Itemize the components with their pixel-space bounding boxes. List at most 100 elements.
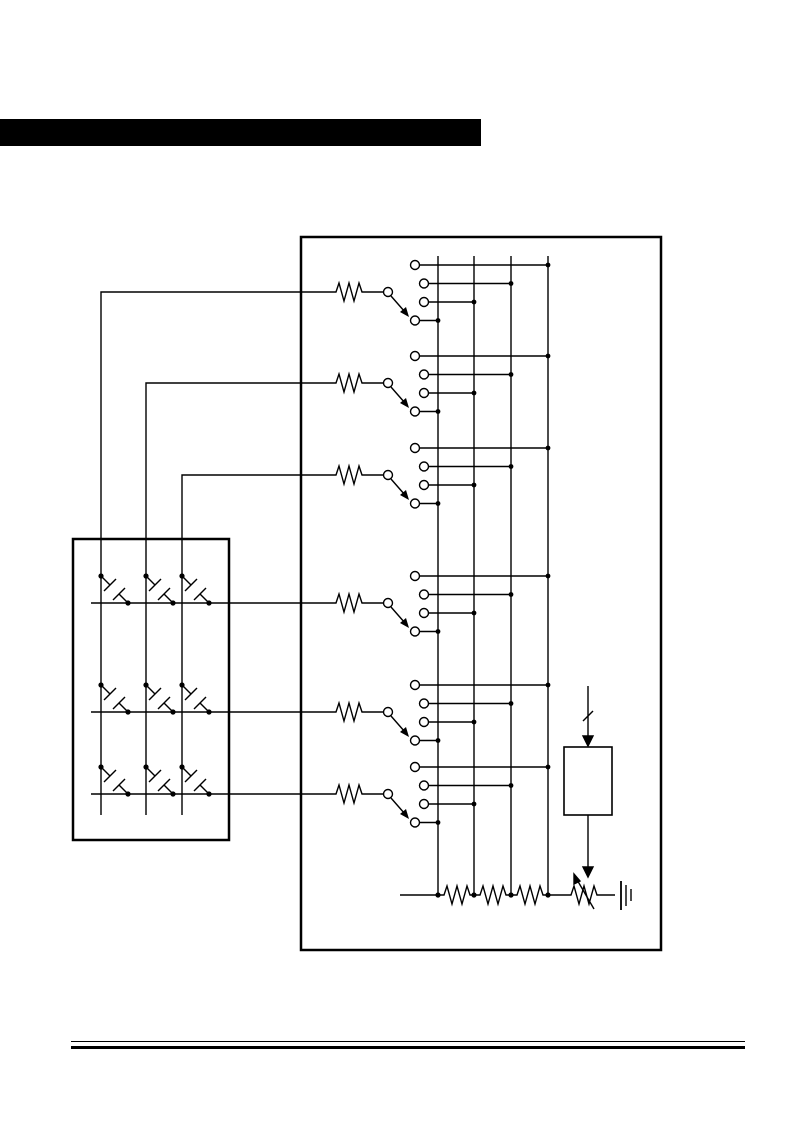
mux-contact[interactable] (409, 498, 421, 509)
input-resistor (330, 463, 383, 487)
reference-bus (435, 256, 551, 898)
key-r1-c2[interactable] (143, 573, 176, 606)
ladder-resistor-2 (474, 883, 511, 907)
mux-wiper[interactable] (390, 797, 406, 815)
mux-wiper[interactable] (390, 386, 406, 404)
key-lead-bottom (118, 784, 129, 795)
variable-resistor (548, 883, 615, 907)
mux-contact[interactable] (409, 350, 421, 362)
key-lead-top (145, 684, 156, 695)
ladder-resistor-1 (438, 883, 474, 907)
key-lead-top (100, 575, 111, 586)
key-plate-1 (103, 578, 117, 592)
mux-common-terminal (382, 706, 394, 718)
key-lead-bottom (118, 702, 129, 713)
mux-wiper-arrowhead (400, 809, 409, 819)
mux-contact[interactable] (409, 315, 421, 326)
mux-contact[interactable] (409, 679, 421, 691)
input-resistor (330, 371, 383, 395)
variable-resistor-arrow (575, 877, 595, 910)
input-channels (330, 259, 551, 828)
column-wire-1 (100, 291, 330, 815)
key-plate-1 (148, 578, 162, 592)
key-lead-top (181, 575, 192, 586)
key-r1-c1[interactable] (98, 573, 131, 606)
key-r3-c3[interactable] (179, 764, 212, 797)
mux-contact[interactable] (409, 259, 421, 271)
input-resistor (330, 782, 383, 806)
key-lead-top (100, 766, 111, 777)
row-wires (91, 602, 330, 795)
mux-contact[interactable] (418, 698, 430, 709)
key-lead-bottom (163, 593, 174, 604)
key-plate-1 (103, 769, 117, 783)
mux-contact[interactable] (409, 570, 421, 582)
input-channel-4 (330, 570, 551, 637)
mux-contact[interactable] (418, 479, 430, 491)
keypad-keys (98, 573, 212, 797)
mux-contact[interactable] (418, 607, 430, 619)
mux-wiper[interactable] (390, 295, 406, 313)
mux-contact[interactable] (418, 369, 430, 380)
mux-wiper-arrowhead (400, 618, 409, 628)
mux-contact[interactable] (418, 716, 430, 728)
column-wire-2 (145, 382, 330, 815)
mux-contact[interactable] (418, 296, 430, 308)
key-lead-bottom (163, 702, 174, 713)
mux-wiper[interactable] (390, 715, 406, 733)
mux-contact[interactable] (418, 278, 430, 289)
key-lead-top (145, 766, 156, 777)
mux-wiper[interactable] (390, 478, 406, 496)
mux-contact[interactable] (409, 761, 421, 773)
mux-contact[interactable] (418, 589, 430, 600)
mux-contact[interactable] (409, 626, 421, 637)
key-r1-c3[interactable] (179, 573, 212, 606)
control-register-box (563, 746, 613, 816)
key-plate-1 (184, 687, 198, 701)
footer-rule-thin (71, 1041, 745, 1042)
mux-contact[interactable] (418, 461, 430, 472)
mux-contact[interactable] (418, 387, 430, 399)
input-channel-2 (330, 350, 551, 417)
key-plate-2 (157, 696, 171, 710)
key-r3-c2[interactable] (143, 764, 176, 797)
key-lead-bottom (163, 784, 174, 795)
mux-wiper-arrowhead (400, 490, 409, 500)
mux-wiper[interactable] (390, 606, 406, 624)
digital-input-arrowhead (581, 735, 595, 748)
input-resistor (330, 700, 383, 724)
mux-contact[interactable] (409, 442, 421, 454)
column-wire-3 (181, 474, 330, 815)
key-plate-2 (112, 778, 126, 792)
ladder-resistor-3 (511, 883, 548, 907)
key-lead-bottom (199, 593, 210, 604)
variable-resistor-arrowhead (573, 872, 582, 886)
mux-contact[interactable] (409, 817, 421, 828)
mux-contact[interactable] (418, 780, 430, 791)
key-plate-1 (184, 769, 198, 783)
key-r3-c1[interactable] (98, 764, 131, 797)
key-plate-2 (112, 587, 126, 601)
control-block (563, 686, 613, 879)
key-plate-1 (148, 769, 162, 783)
key-r2-c2[interactable] (143, 682, 176, 715)
mux-contact[interactable] (418, 798, 430, 810)
key-plate-2 (193, 778, 207, 792)
mux-wiper-arrowhead (400, 398, 409, 408)
input-channel-5 (330, 679, 551, 746)
key-plate-2 (193, 587, 207, 601)
mux-common-terminal (382, 597, 394, 609)
key-lead-top (181, 684, 192, 695)
control-output-arrowhead (581, 866, 595, 879)
key-r2-c3[interactable] (179, 682, 212, 715)
mux-common-terminal (382, 788, 394, 800)
mux-contact[interactable] (409, 406, 421, 417)
key-lead-top (145, 575, 156, 586)
mux-contact[interactable] (409, 735, 421, 746)
key-r2-c1[interactable] (98, 682, 131, 715)
key-lead-bottom (199, 702, 210, 713)
mux-common-terminal (382, 286, 394, 298)
mux-wiper-arrowhead (400, 307, 409, 317)
mux-common-terminal (382, 377, 394, 389)
bus-width-slash (582, 710, 594, 722)
